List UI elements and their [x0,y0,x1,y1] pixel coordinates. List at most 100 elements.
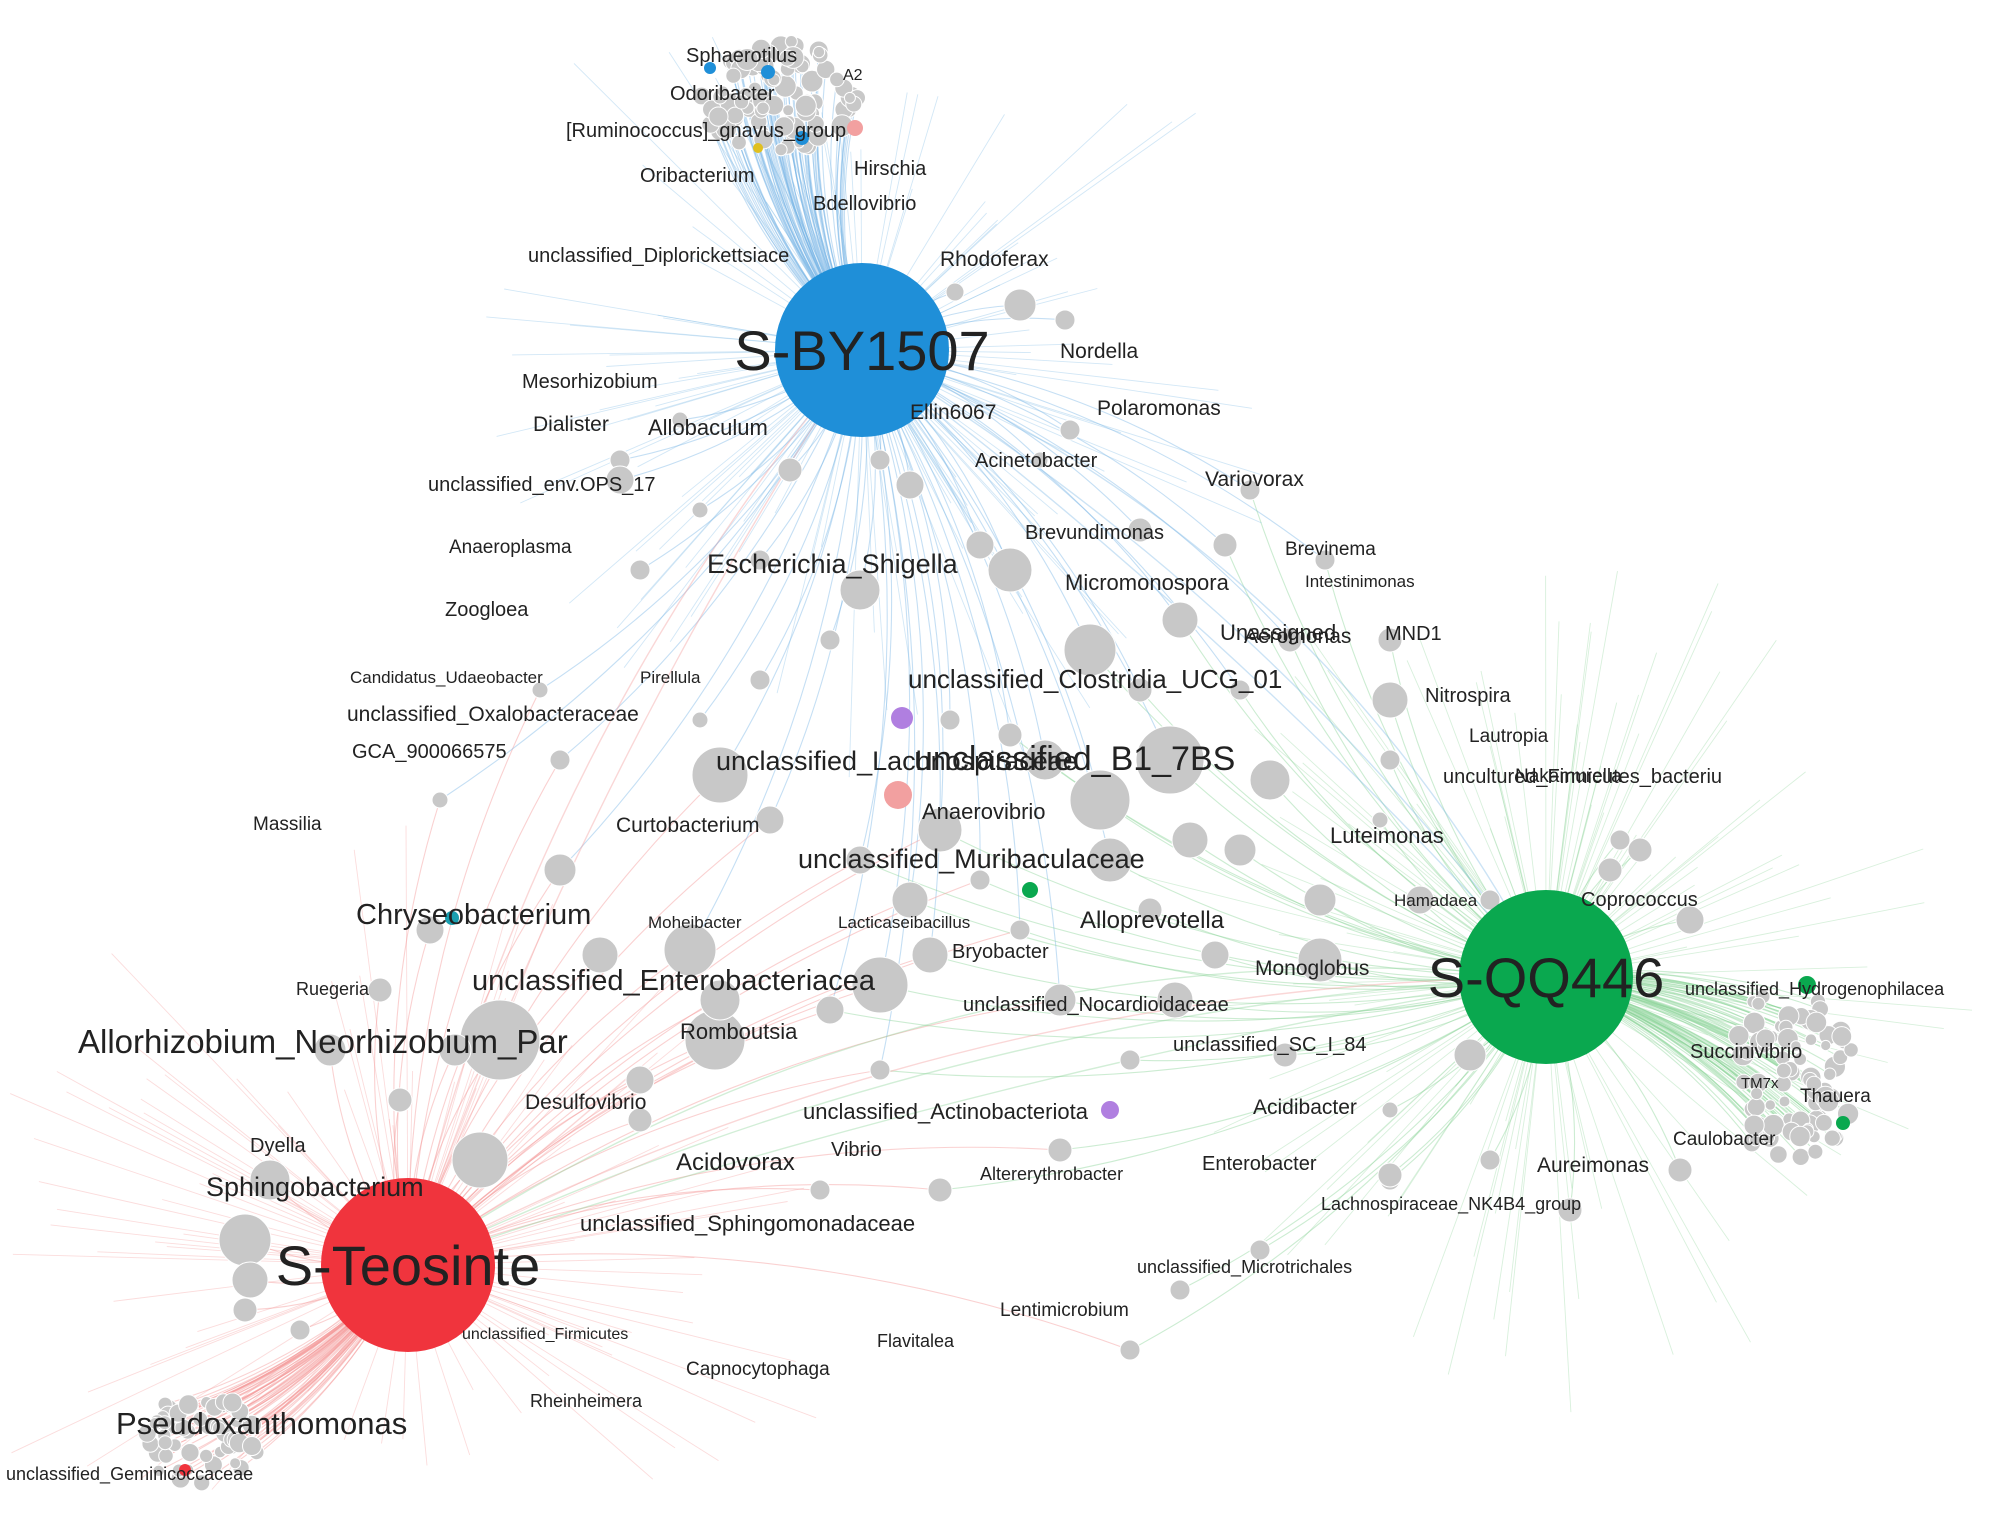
node [1169,1279,1191,1301]
node-label-rheinheimera: Rheinheimera [530,1391,643,1411]
node-label-desulfovibrio: Desulfovibrio [525,1091,646,1114]
node-label-enterobacter: Enterobacter [1202,1153,1317,1175]
node-label-mesorhizobium: Mesorhizobium [522,371,658,393]
edge-qq446 [859,859,1547,981]
node [782,104,795,117]
node [809,1179,831,1201]
node [819,629,841,651]
node [778,49,796,67]
node [843,91,856,104]
edge-by1507 [439,349,863,801]
node [755,805,785,835]
node [1405,885,1435,915]
node [1223,833,1257,867]
node [917,807,963,853]
node-label-alloprevotella: Alloprevotella [1080,907,1225,934]
node [1743,1114,1765,1136]
node-accent [795,131,809,145]
node-label-unclassified-sphingomonadaceae: unclassified_Sphingomonadaceae [580,1211,915,1236]
node-label-coprococcus: Coprococcus [1581,889,1698,911]
node [157,1435,173,1451]
node [1751,996,1766,1011]
node [1047,1137,1073,1163]
node [1063,623,1117,677]
node [1823,1129,1841,1147]
node [869,1059,891,1081]
node-label-vibrio: Vibrio [831,1139,882,1161]
node [1137,897,1163,923]
node [1675,905,1705,935]
node [1087,837,1133,883]
node [733,94,750,110]
node-label-oribacterium: Oribacterium [640,165,754,187]
node [699,979,741,1021]
node [1054,309,1076,331]
node [725,67,742,84]
hub-node-by1507 [775,263,949,437]
node-label-romboutsia: Romboutsia [680,1019,798,1044]
node [997,722,1023,748]
node [671,411,689,429]
node [313,1033,347,1067]
node-label-acidibacter: Acidibacter [1253,1096,1357,1119]
node [851,956,909,1014]
node [1793,1052,1807,1066]
node [178,1394,199,1415]
node-accent [847,120,863,136]
node [1127,677,1153,703]
node [1127,517,1153,543]
node [1161,601,1199,639]
node [1746,1097,1766,1117]
node [549,749,571,771]
node-label-unclassified-actinobacteriota: unclassified_Actinobacteriota [803,1099,1089,1124]
node-label-lachnospiraceae-nk4b4-group: Lachnospiraceae_NK4B4_group [1321,1194,1581,1215]
node [1156,981,1194,1019]
node-label-aureimonas: Aureimonas [1537,1154,1649,1177]
node [222,1392,243,1413]
node [1790,1040,1802,1052]
node [1135,725,1205,795]
node [1200,940,1230,970]
node-label-nordella: Nordella [1060,340,1139,363]
node [1728,1025,1750,1047]
node [1377,627,1403,653]
node [1609,829,1631,851]
node-label-allobaculum: Allobaculum [648,415,768,440]
node [367,977,393,1003]
node [1249,759,1291,801]
node [756,101,770,116]
node [1805,1011,1828,1034]
node [1272,1042,1298,1068]
node [1069,769,1131,831]
node-label-sphingobacterium: Sphingobacterium [206,1172,424,1202]
node [1667,1157,1693,1183]
node [218,1213,272,1267]
node-label-unclassified-microtrichales: unclassified_Microtrichales [1137,1257,1352,1278]
node-label-ruminococcus-gnavus-group: [Ruminococcus]_gnavus_group [566,120,846,142]
hub-label-by1507: S-BY1507 [734,319,989,382]
node [815,995,845,1025]
node [1043,983,1077,1017]
node-label-monoglobus: Monoglobus [1255,957,1369,980]
node [1003,288,1037,322]
node [152,1464,165,1478]
node [1371,681,1409,719]
node-label-rhodoferax: Rhodoferax [940,248,1049,271]
node-label-anaeroplasma: Anaeroplasma [449,537,572,558]
node [692,86,711,106]
node [1755,1028,1776,1049]
node-label-a2: A2 [843,67,863,84]
node-label-unassigned: Unassigned [1220,620,1336,645]
edge-by1507 [861,349,1061,1001]
node [1817,1090,1840,1113]
node-label-unclassified-muribaculaceae: unclassified_Muribaculaceae [798,844,1145,874]
node [1739,1044,1756,1061]
node-label-lautropia: Lautropia [1469,726,1549,747]
node [543,853,577,887]
node-label-intestinimonas: Intestinimonas [1305,572,1415,591]
edge-teosinte [407,829,941,1266]
node [1597,857,1623,883]
edge-bridge [407,967,1547,1266]
node-label-ellin6067: Ellin6067 [910,401,996,424]
node [180,1443,200,1463]
